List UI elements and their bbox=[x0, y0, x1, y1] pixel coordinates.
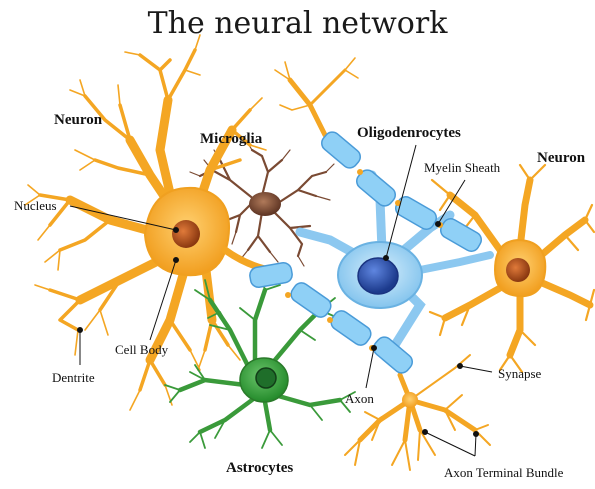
label-nucleus: Nucleus bbox=[14, 198, 57, 214]
label-neuron-right: Neuron bbox=[537, 150, 585, 167]
oligodendrocyte-cell bbox=[249, 58, 490, 376]
label-axon: Axon bbox=[345, 391, 374, 407]
leader-lines bbox=[70, 145, 492, 456]
label-cell-body: Cell Body bbox=[115, 342, 168, 358]
label-dentrite: Dentrite bbox=[52, 370, 95, 386]
label-axon-terminal-bundle: Axon Terminal Bundle bbox=[444, 465, 563, 481]
left-neuron-nucleus bbox=[172, 220, 200, 248]
oligodendrocyte-nucleus bbox=[358, 258, 398, 294]
label-oligodendrocytes: Oligodenrocytes bbox=[357, 125, 461, 142]
label-neuron-left: Neuron bbox=[54, 112, 102, 129]
label-myelin-sheath: Myelin Sheath bbox=[424, 160, 500, 176]
label-astrocytes: Astrocytes bbox=[226, 460, 293, 477]
label-microglia: Microglia bbox=[200, 131, 262, 148]
astrocyte-nucleus bbox=[256, 368, 276, 388]
label-synapse: Synapse bbox=[498, 366, 541, 382]
